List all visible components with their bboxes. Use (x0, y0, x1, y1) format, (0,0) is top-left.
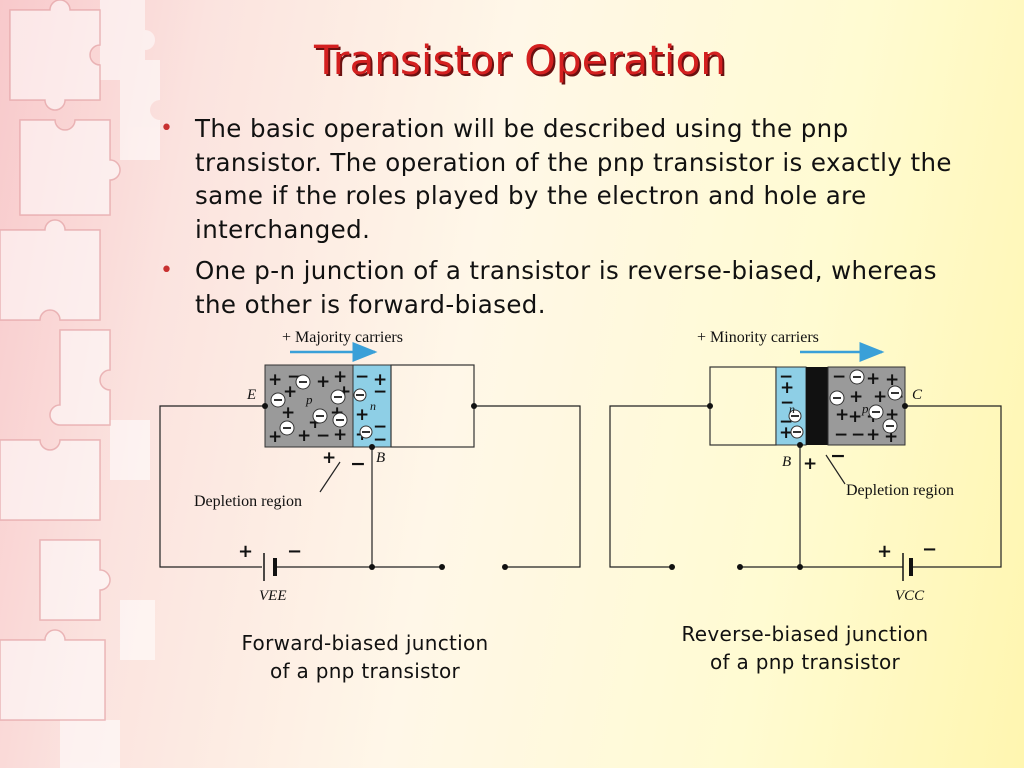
svg-text:+: + (333, 367, 347, 387)
svg-text:−: − (316, 426, 330, 446)
svg-text:−: − (355, 367, 369, 387)
p-electron-signs (274, 381, 344, 429)
collector-label: C (912, 387, 923, 403)
svg-text:−: − (779, 367, 793, 387)
vcc-label: VCC (895, 588, 925, 604)
wire-nodes (262, 403, 508, 570)
junction-plus: + (803, 454, 817, 474)
bullet-list: • The basic operation will be described … (160, 112, 980, 329)
svg-text:−: − (834, 425, 848, 445)
svg-text:+: + (373, 370, 387, 390)
battery-plus: + (877, 541, 892, 562)
svg-text:+: + (866, 425, 880, 445)
n-charges: −+− +− (779, 367, 794, 443)
junction-minus: − (350, 453, 366, 475)
junction-minus: − (830, 445, 846, 467)
left-caption: Forward-biased junction of a pnp transis… (215, 629, 515, 685)
reverse-biased-diagram: + Minority carriers −+− +− n −++ ++− +++… (609, 329, 1002, 604)
outer-loop-box (709, 366, 777, 446)
svg-text:+: + (780, 378, 794, 398)
svg-text:+: + (885, 370, 899, 390)
svg-text:+: + (281, 403, 295, 423)
minority-carriers-label: + Minority carriers (697, 329, 819, 346)
right-caption: Reverse-biased junction of a pnp transis… (655, 620, 955, 676)
bullet-item: • The basic operation will be described … (160, 112, 980, 246)
svg-text:+: + (849, 387, 863, 407)
battery-plus: + (238, 541, 253, 562)
svg-text:+: + (316, 372, 330, 392)
svg-text:+: + (268, 427, 282, 447)
emitter-label: E (246, 387, 256, 403)
svg-text:−: − (373, 382, 387, 402)
bullet-text: The basic operation will be described us… (195, 114, 952, 244)
battery-minus: − (922, 539, 937, 560)
svg-text:−: − (780, 393, 794, 413)
svg-text:+: + (355, 405, 369, 425)
svg-text:+: + (283, 382, 297, 402)
n-label: n (370, 399, 376, 413)
slide-title: Transistor Operation (313, 38, 727, 84)
outer-loop-box (390, 364, 475, 448)
wire-nodes (669, 403, 908, 570)
svg-text:−: − (851, 425, 865, 445)
p-label: p (861, 401, 869, 416)
svg-text:+: + (835, 405, 849, 425)
svg-text:+: + (848, 407, 862, 427)
caption-line: of a pnp transistor (269, 659, 461, 683)
vee-label: VEE (259, 588, 287, 604)
n-label: n (789, 402, 795, 416)
depletion-region (806, 367, 828, 445)
depletion-label: Depletion region (194, 493, 302, 510)
bullet-icon: • (160, 258, 174, 283)
p-label: p (305, 392, 313, 407)
bullet-icon: • (160, 116, 174, 141)
svg-text:−: − (373, 417, 387, 437)
caption-line: of a pnp transistor (709, 650, 901, 674)
svg-text:+: + (866, 369, 880, 389)
svg-text:−: − (832, 367, 846, 387)
caption-line: Forward-biased junction (241, 631, 489, 655)
svg-text:+: + (873, 387, 887, 407)
forward-biased-diagram: + Majority carriers +−++ ++ +++ ++−+ p −… (159, 329, 581, 604)
svg-text:+: + (297, 426, 311, 446)
svg-text:+: + (268, 370, 282, 390)
n-charges: −+− ++−− (355, 367, 387, 450)
caption-line: Reverse-biased junction (681, 622, 929, 646)
svg-text:+: + (333, 425, 347, 445)
battery-vcc-icon (902, 553, 913, 581)
majority-carriers-label: + Majority carriers (282, 329, 403, 346)
junction-plus: + (322, 448, 336, 468)
p-electron-signs (833, 376, 899, 427)
battery-vee-icon (263, 553, 277, 581)
base-label: B (782, 454, 791, 470)
svg-text:+: + (779, 423, 793, 443)
bullet-item: • One p-n junction of a transistor is re… (160, 254, 980, 321)
battery-minus: − (287, 541, 302, 562)
n-hole-signs (356, 394, 370, 433)
bullet-text: One p-n junction of a transistor is reve… (195, 256, 937, 319)
svg-text:−: − (373, 430, 387, 450)
base-label: B (376, 450, 385, 466)
circuit-wires (159, 405, 581, 568)
n-hole-signs (791, 415, 801, 433)
depletion-label: Depletion region (846, 482, 954, 499)
